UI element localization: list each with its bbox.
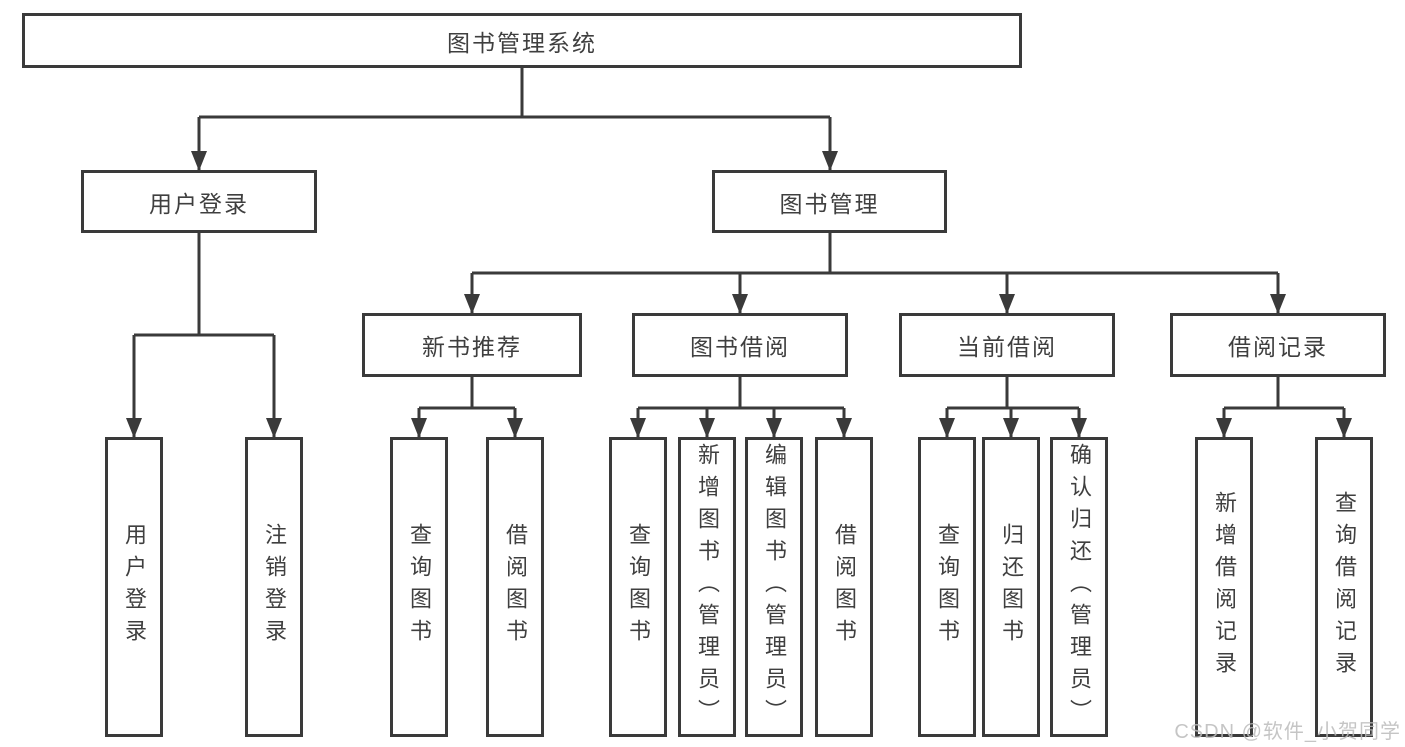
leaf-recommend-query-books: 查询图书 xyxy=(390,437,448,737)
node-label: 确认归还（管理员） xyxy=(1067,443,1092,731)
node-current-borrowing: 当前借阅 xyxy=(899,313,1115,377)
leaf-borrowing-query-books: 查询图书 xyxy=(609,437,667,737)
node-new-book-recommendation: 新书推荐 xyxy=(362,313,582,377)
node-label: 归还图书 xyxy=(999,523,1024,651)
node-borrowing-records: 借阅记录 xyxy=(1170,313,1386,377)
node-label: 查询图书 xyxy=(407,523,432,651)
node-book-management: 图书管理 xyxy=(712,170,947,233)
leaf-current-query-books: 查询图书 xyxy=(918,437,976,737)
leaf-records-add-borrow-record: 新增借阅记录 xyxy=(1195,437,1253,737)
node-label: 图书管理 xyxy=(779,190,880,217)
leaf-borrowing-add-books-admin: 新增图书（管理员） xyxy=(678,437,736,737)
node-label: 借阅记录 xyxy=(1228,334,1328,360)
leaf-user-login: 用户登录 xyxy=(105,437,163,737)
node-label: 查询图书 xyxy=(626,523,651,651)
node-label: 查询借阅记录 xyxy=(1332,491,1357,683)
leaf-borrowing-edit-books-admin: 编辑图书（管理员） xyxy=(745,437,803,737)
node-library-management-system: 图书管理系统 xyxy=(22,13,1022,68)
node-label: 借阅图书 xyxy=(832,523,857,651)
leaf-logout: 注销登录 xyxy=(245,437,303,737)
node-label: 用户登录 xyxy=(149,190,249,217)
node-label: 注销登录 xyxy=(262,523,287,651)
leaf-borrowing-borrow-books: 借阅图书 xyxy=(815,437,873,737)
node-book-borrowing: 图书借阅 xyxy=(632,313,848,377)
node-label: 新增借阅记录 xyxy=(1212,491,1237,683)
csdn-watermark: CSDN @软件_小贺同学 xyxy=(1174,721,1401,743)
leaf-recommend-borrow-books: 借阅图书 xyxy=(486,437,544,737)
node-label: 图书管理系统 xyxy=(447,29,597,56)
node-label: 编辑图书（管理员） xyxy=(762,443,787,731)
leaf-records-query-borrow-record: 查询借阅记录 xyxy=(1315,437,1373,737)
node-label: 当前借阅 xyxy=(957,334,1057,360)
node-label: 图书借阅 xyxy=(690,334,790,360)
node-user-login: 用户登录 xyxy=(81,170,317,233)
leaf-current-confirm-return-admin: 确认归还（管理员） xyxy=(1050,437,1108,737)
node-label: 新增图书（管理员） xyxy=(695,443,720,731)
node-label: 查询图书 xyxy=(935,523,960,651)
node-label: 借阅图书 xyxy=(503,523,528,651)
node-label: 用户登录 xyxy=(122,523,147,651)
leaf-current-return-books: 归还图书 xyxy=(982,437,1040,737)
node-label: 新书推荐 xyxy=(422,334,522,360)
